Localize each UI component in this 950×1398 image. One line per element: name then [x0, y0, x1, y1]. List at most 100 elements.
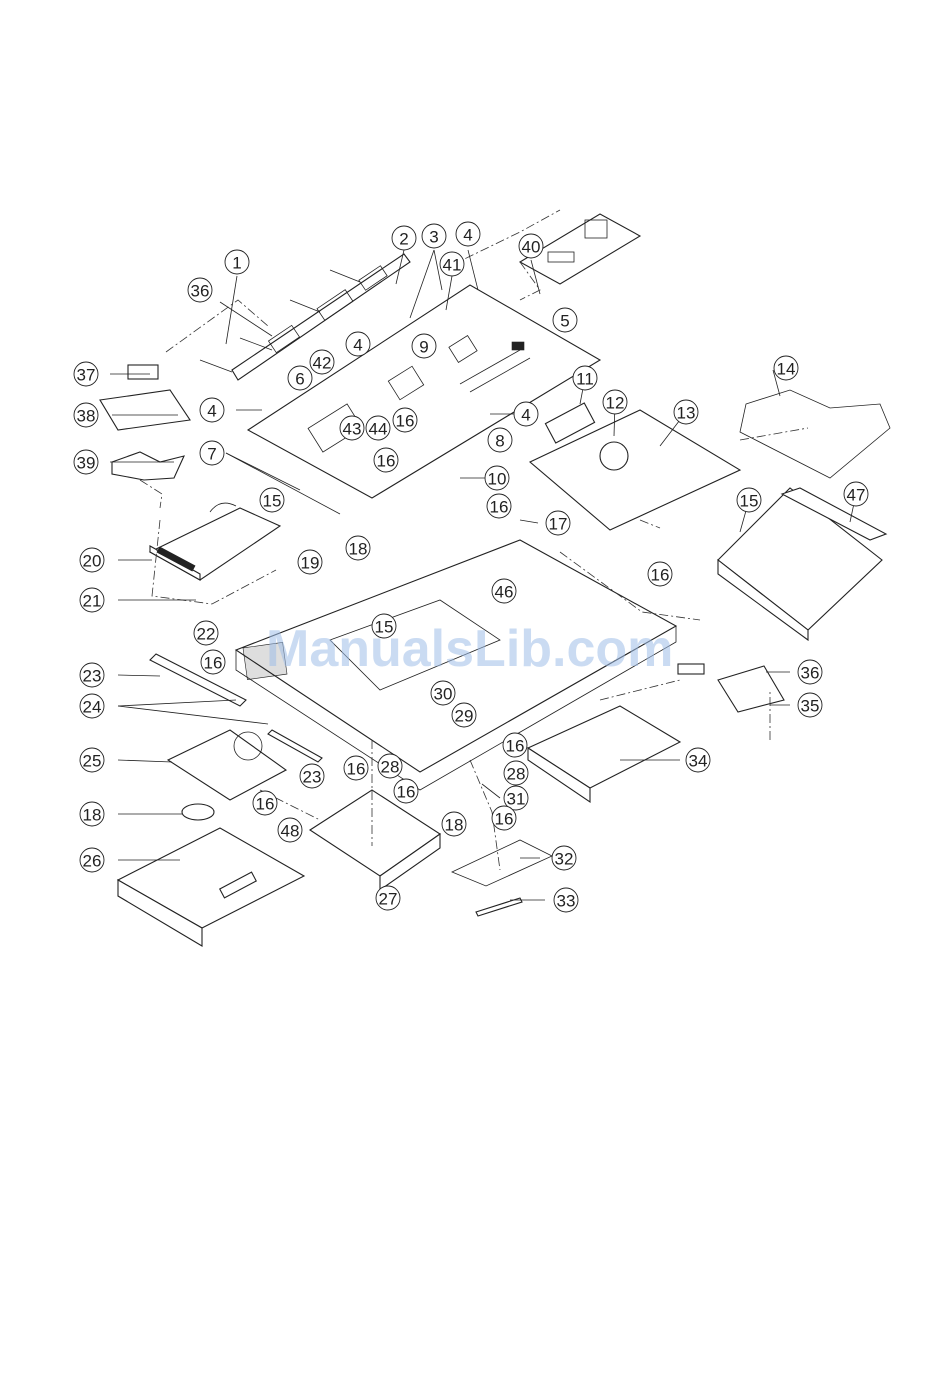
callout-16: 16 — [492, 806, 516, 830]
callout-number: 16 — [495, 810, 514, 829]
callout-43: 43 — [340, 416, 364, 440]
callout-number: 8 — [495, 432, 504, 451]
callout-number: 31 — [507, 790, 526, 809]
callout-number: 33 — [557, 892, 576, 911]
cpu-heatsink-module — [150, 503, 280, 580]
callout-18: 18 — [346, 536, 370, 560]
callout-number: 23 — [303, 768, 322, 787]
callout-number: 4 — [521, 406, 530, 425]
callout-number: 21 — [83, 592, 102, 611]
callout-number: 48 — [281, 822, 300, 841]
callout-number: 5 — [560, 312, 569, 331]
callout-number: 42 — [313, 354, 332, 373]
callout-number: 6 — [295, 370, 304, 389]
watermark-text: ManualsLib.com — [266, 620, 673, 678]
callout-number: 15 — [263, 492, 282, 511]
callout-46: 46 — [492, 579, 516, 603]
callout-number: 28 — [507, 765, 526, 784]
callout-33: 33 — [554, 888, 578, 912]
callout-21: 21 — [80, 588, 104, 612]
callout-number: 16 — [377, 452, 396, 471]
callout-number: 15 — [740, 492, 759, 511]
callout-number: 24 — [83, 698, 102, 717]
callout-number: 16 — [347, 760, 366, 779]
callout-number: 34 — [689, 752, 708, 771]
callout-number: 28 — [381, 758, 400, 777]
callout-number: 46 — [495, 583, 514, 602]
callout-36: 36 — [188, 278, 212, 302]
callout-8: 8 — [488, 428, 512, 452]
callout-number: 4 — [463, 226, 472, 245]
callout-number: 25 — [83, 752, 102, 771]
callout-number: 40 — [522, 238, 541, 257]
callout-34: 34 — [686, 748, 710, 772]
hdd-connector — [678, 664, 784, 712]
callout-7: 7 — [200, 441, 224, 465]
callout-22: 22 — [194, 621, 218, 645]
callout-number: 1 — [232, 254, 241, 273]
callout-42: 42 — [310, 350, 334, 374]
callout-number: 19 — [301, 554, 320, 573]
callout-16: 16 — [201, 650, 225, 674]
callout-29: 29 — [452, 703, 476, 727]
callout-number: 32 — [555, 850, 574, 869]
callout-28: 28 — [504, 761, 528, 785]
callout-number: 16 — [256, 795, 275, 814]
callout-number: 38 — [77, 407, 96, 426]
callout-4: 4 — [456, 222, 480, 246]
callout-number: 43 — [343, 420, 362, 439]
callout-26: 26 — [80, 848, 104, 872]
callout-39: 39 — [74, 450, 98, 474]
callout-number: 11 — [576, 370, 594, 389]
callout-number: 26 — [83, 852, 102, 871]
pcmcia-module — [310, 790, 440, 890]
callout-18: 18 — [80, 802, 104, 826]
left-insulator-stack — [100, 365, 190, 480]
callout-16: 16 — [487, 494, 511, 518]
callout-24: 24 — [80, 694, 104, 718]
callout-6: 6 — [288, 366, 312, 390]
callout-16: 16 — [344, 756, 368, 780]
callout-number: 18 — [445, 816, 464, 835]
callout-36: 36 — [798, 660, 822, 684]
callout-number: 20 — [83, 552, 102, 571]
callout-number: 39 — [77, 454, 96, 473]
callout-40: 40 — [519, 234, 543, 258]
callout-44: 44 — [366, 416, 390, 440]
callout-number: 16 — [204, 654, 223, 673]
callout-number: 27 — [379, 890, 398, 909]
callout-number: 36 — [191, 282, 210, 301]
callout-27: 27 — [376, 886, 400, 910]
callout-16: 16 — [648, 562, 672, 586]
callout-5: 5 — [553, 308, 577, 332]
callout-number: 10 — [488, 470, 507, 489]
callout-number: 36 — [801, 664, 820, 683]
callout-16: 16 — [503, 733, 527, 757]
callout-14: 14 — [774, 356, 798, 380]
callout-32: 32 — [552, 846, 576, 870]
floppy-drive — [118, 828, 304, 946]
callout-number: 3 — [429, 228, 438, 247]
callout-13: 13 — [674, 400, 698, 424]
callout-number: 16 — [490, 498, 509, 517]
callout-30: 30 — [431, 681, 455, 705]
callout-18: 18 — [442, 812, 466, 836]
insulation-sheet — [740, 390, 890, 478]
callout-number: 7 — [207, 445, 216, 464]
callout-4: 4 — [346, 332, 370, 356]
callout-number: 30 — [434, 685, 453, 704]
callout-23: 23 — [80, 663, 104, 687]
callout-25: 25 — [80, 748, 104, 772]
callout-number: 18 — [349, 540, 368, 559]
callout-16: 16 — [374, 448, 398, 472]
hard-disk-drive — [528, 706, 680, 802]
callout-number: 2 — [399, 230, 408, 249]
callout-16: 16 — [394, 779, 418, 803]
callout-number: 22 — [197, 625, 216, 644]
callout-number: 16 — [397, 783, 416, 802]
callout-4: 4 — [514, 402, 538, 426]
callout-20: 20 — [80, 548, 104, 572]
callout-number: 35 — [801, 697, 820, 716]
callout-number: 41 — [443, 256, 462, 275]
